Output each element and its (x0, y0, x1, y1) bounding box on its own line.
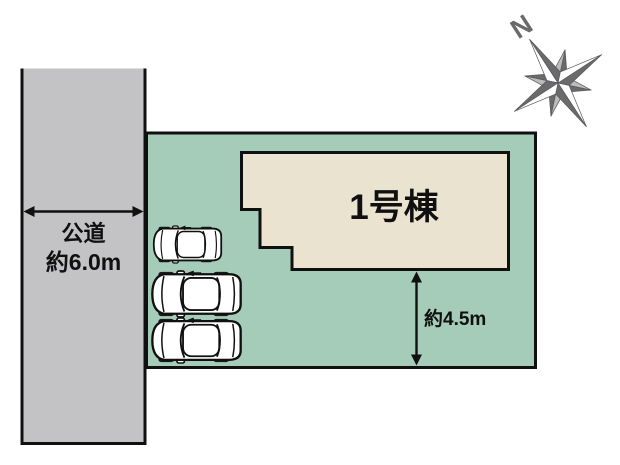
building-label: 1号棟 (349, 188, 439, 227)
arrowhead-down (411, 354, 422, 366)
car-top-view-icon (151, 316, 242, 365)
road-label: 公道 約6.0m (22, 220, 145, 276)
car-top-view-icon (152, 224, 223, 264)
car-top-view-icon (151, 269, 242, 319)
arrowhead-right (132, 206, 144, 217)
road-width-label: 約6.0m (45, 248, 122, 275)
arrowhead-up (411, 271, 422, 283)
depth-label: 約4.5m (424, 309, 487, 330)
depth-arrow (411, 271, 422, 366)
arrowhead-left (23, 206, 35, 217)
building-footprint (240, 151, 510, 271)
road-name-label: 公道 (61, 221, 106, 246)
compass-long-points (514, 39, 602, 127)
compass-rose-icon: N (505, 9, 602, 127)
compass-north-label: N (505, 9, 538, 45)
road-width-arrow (23, 206, 144, 217)
